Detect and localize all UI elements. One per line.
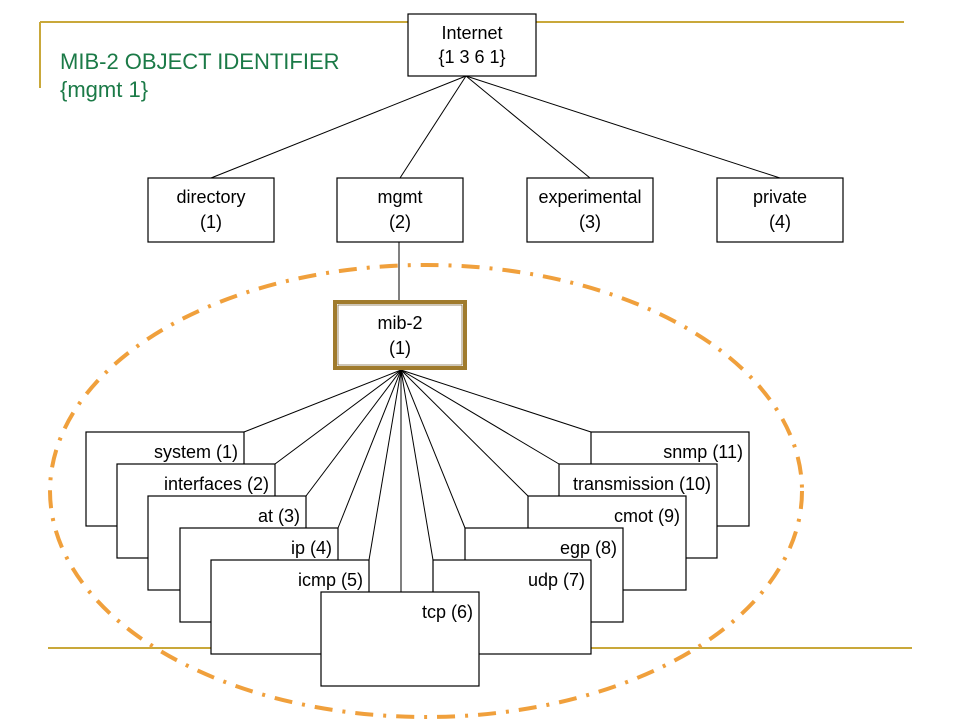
group-label: interfaces (2) (164, 474, 269, 494)
node-label: directory (176, 187, 245, 207)
connector-line (400, 369, 529, 497)
group-label: icmp (5) (298, 570, 363, 590)
node-label: experimental (538, 187, 641, 207)
node-id: (1) (200, 212, 222, 232)
slide-title-line1: MIB-2 OBJECT IDENTIFIER (60, 49, 340, 74)
connector-line (400, 369, 434, 561)
node-mgmt: mgmt (2) (336, 177, 464, 243)
node-box (336, 177, 464, 243)
group-label: egp (8) (560, 538, 617, 558)
connector-line (274, 369, 402, 465)
connector-line (337, 369, 402, 529)
group-label: snmp (11) (663, 442, 743, 462)
connector-line (465, 75, 591, 179)
node-box (526, 177, 654, 243)
slide-title-line2: {mgmt 1} (60, 77, 149, 102)
group-box (320, 591, 480, 687)
node-box (407, 13, 537, 77)
node-box-outer (333, 300, 467, 370)
connector-line (400, 369, 466, 529)
connector-line (243, 369, 402, 433)
connector-line (399, 75, 467, 179)
node-experimental: experimental (3) (526, 177, 654, 243)
connector-line (400, 369, 592, 433)
group-label: udp (7) (528, 570, 585, 590)
node-mib-2: mib-2 (1) (333, 300, 467, 370)
node-box (716, 177, 844, 243)
mib2-subtree-ellipse (48, 263, 804, 719)
node-box (147, 177, 275, 243)
node-internet: Internet {1 3 6 1} (407, 13, 537, 77)
node-id: {1 3 6 1} (438, 47, 505, 67)
group-label: system (1) (154, 442, 238, 462)
node-label: Internet (441, 23, 502, 43)
connector-line (305, 369, 402, 497)
connector-line (368, 369, 402, 561)
node-label: private (753, 187, 807, 207)
group-label: at (3) (258, 506, 300, 526)
node-id: (1) (389, 338, 411, 358)
node-box-inner (337, 304, 463, 366)
group-label: ip (4) (291, 538, 332, 558)
connector-line (400, 369, 560, 465)
group-label: tcp (6) (422, 602, 473, 622)
connector-line (465, 75, 781, 179)
connector-line (210, 75, 467, 179)
group-label: transmission (10) (573, 474, 711, 494)
node-id: (3) (579, 212, 601, 232)
group-label: cmot (9) (614, 506, 680, 526)
slide-title: MIB-2 OBJECT IDENTIFIER {mgmt 1} (60, 48, 340, 104)
group-tcp: tcp (6) (320, 591, 480, 687)
node-label: mib-2 (377, 313, 422, 333)
node-id: (2) (389, 212, 411, 232)
node-directory: directory (1) (147, 177, 275, 243)
node-label: mgmt (378, 187, 423, 207)
node-private: private (4) (716, 177, 844, 243)
node-id: (4) (769, 212, 791, 232)
